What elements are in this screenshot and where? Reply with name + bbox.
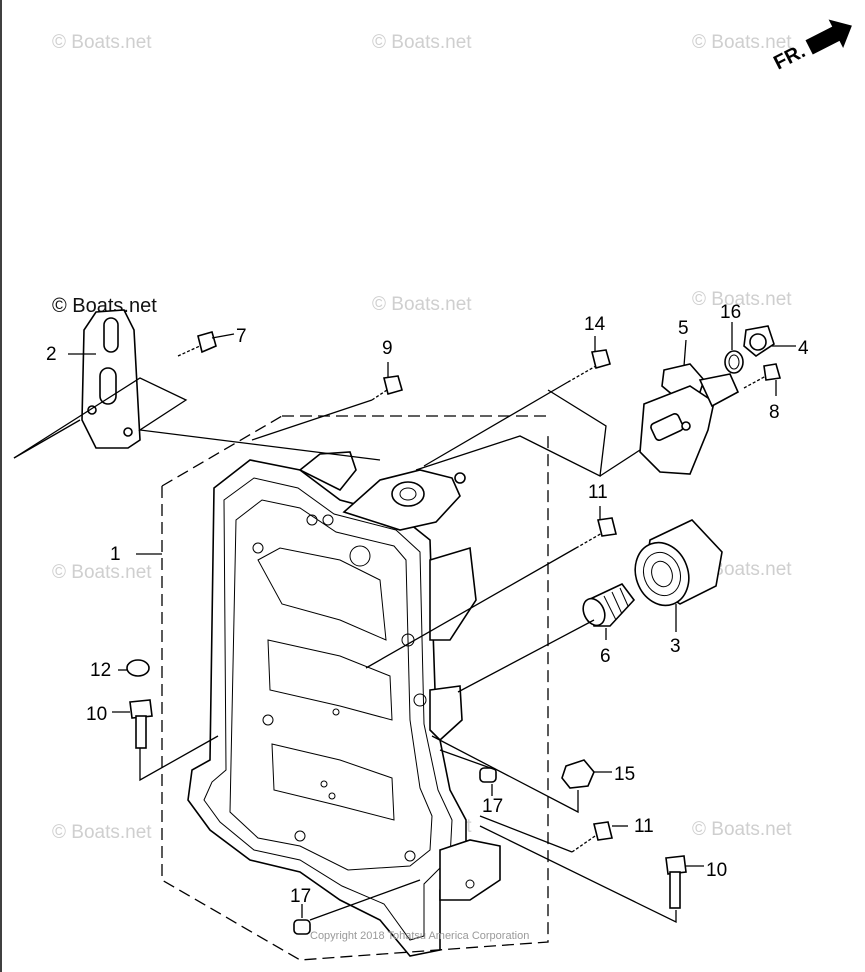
part-12-plug xyxy=(118,659,150,677)
watermark: © Boats.net xyxy=(692,289,792,310)
watermark: © Boats.net xyxy=(372,32,472,53)
part-17-dowel-mid xyxy=(479,767,497,796)
callout-11-upper: 11 xyxy=(588,482,608,503)
watermark: © Boats.net xyxy=(692,819,792,840)
part-11-bolt-lower xyxy=(571,821,628,853)
part-10-bolt-left xyxy=(112,699,153,749)
callout-labels: 1 2 3 4 5 6 7 8 9 10 10 11 11 12 14 15 1… xyxy=(46,302,809,907)
part-16-o-ring xyxy=(724,322,744,374)
part-10-bolt-right xyxy=(665,855,704,909)
callout-4: 4 xyxy=(798,338,809,359)
part-2-bracket xyxy=(81,309,141,449)
watermark: © Boats.net xyxy=(52,32,152,53)
watermark: © Boats.net xyxy=(372,294,472,315)
callout-7: 7 xyxy=(236,326,247,347)
callout-15: 15 xyxy=(614,764,635,785)
part-11-bolt-upper xyxy=(575,506,617,549)
callout-11-lower: 11 xyxy=(634,816,654,837)
callout-10-right: 10 xyxy=(706,860,727,881)
arrow-icon xyxy=(805,19,852,55)
callout-17-mid: 17 xyxy=(482,796,503,817)
callout-5: 5 xyxy=(678,318,689,339)
callout-14: 14 xyxy=(584,314,606,335)
callout-10-left: 10 xyxy=(86,704,107,725)
part-17-dowel-low xyxy=(293,904,311,935)
callout-9: 9 xyxy=(382,338,393,359)
callout-17-low: 17 xyxy=(290,886,311,907)
part-15-nut xyxy=(561,759,612,789)
watermark: © Boats.net xyxy=(692,32,792,53)
callout-1: 1 xyxy=(110,544,121,565)
part-8-bolt xyxy=(743,363,782,396)
part-5-fitting xyxy=(639,339,740,475)
callout-2: 2 xyxy=(46,344,57,365)
callout-6: 6 xyxy=(600,646,611,667)
leader-lines xyxy=(13,353,677,961)
part-9-bolt xyxy=(371,362,403,401)
callout-16: 16 xyxy=(720,302,741,323)
part-6-nipple xyxy=(582,582,636,640)
part-4-cap xyxy=(743,325,796,357)
part-7-bolt xyxy=(177,331,235,357)
callout-12: 12 xyxy=(90,660,111,681)
part-14-bolt xyxy=(567,336,611,383)
callout-3: 3 xyxy=(670,636,681,657)
watermark: © Boats.net xyxy=(52,562,152,583)
part-3-filter xyxy=(634,519,723,632)
watermark-dark: © Boats.net xyxy=(52,295,157,317)
copyright-notice: Copyright 2018 Tohatsu America Corporati… xyxy=(310,930,529,942)
callout-8: 8 xyxy=(769,402,780,423)
watermark: © Boats.net xyxy=(52,822,152,843)
part-1-housing xyxy=(187,451,501,957)
